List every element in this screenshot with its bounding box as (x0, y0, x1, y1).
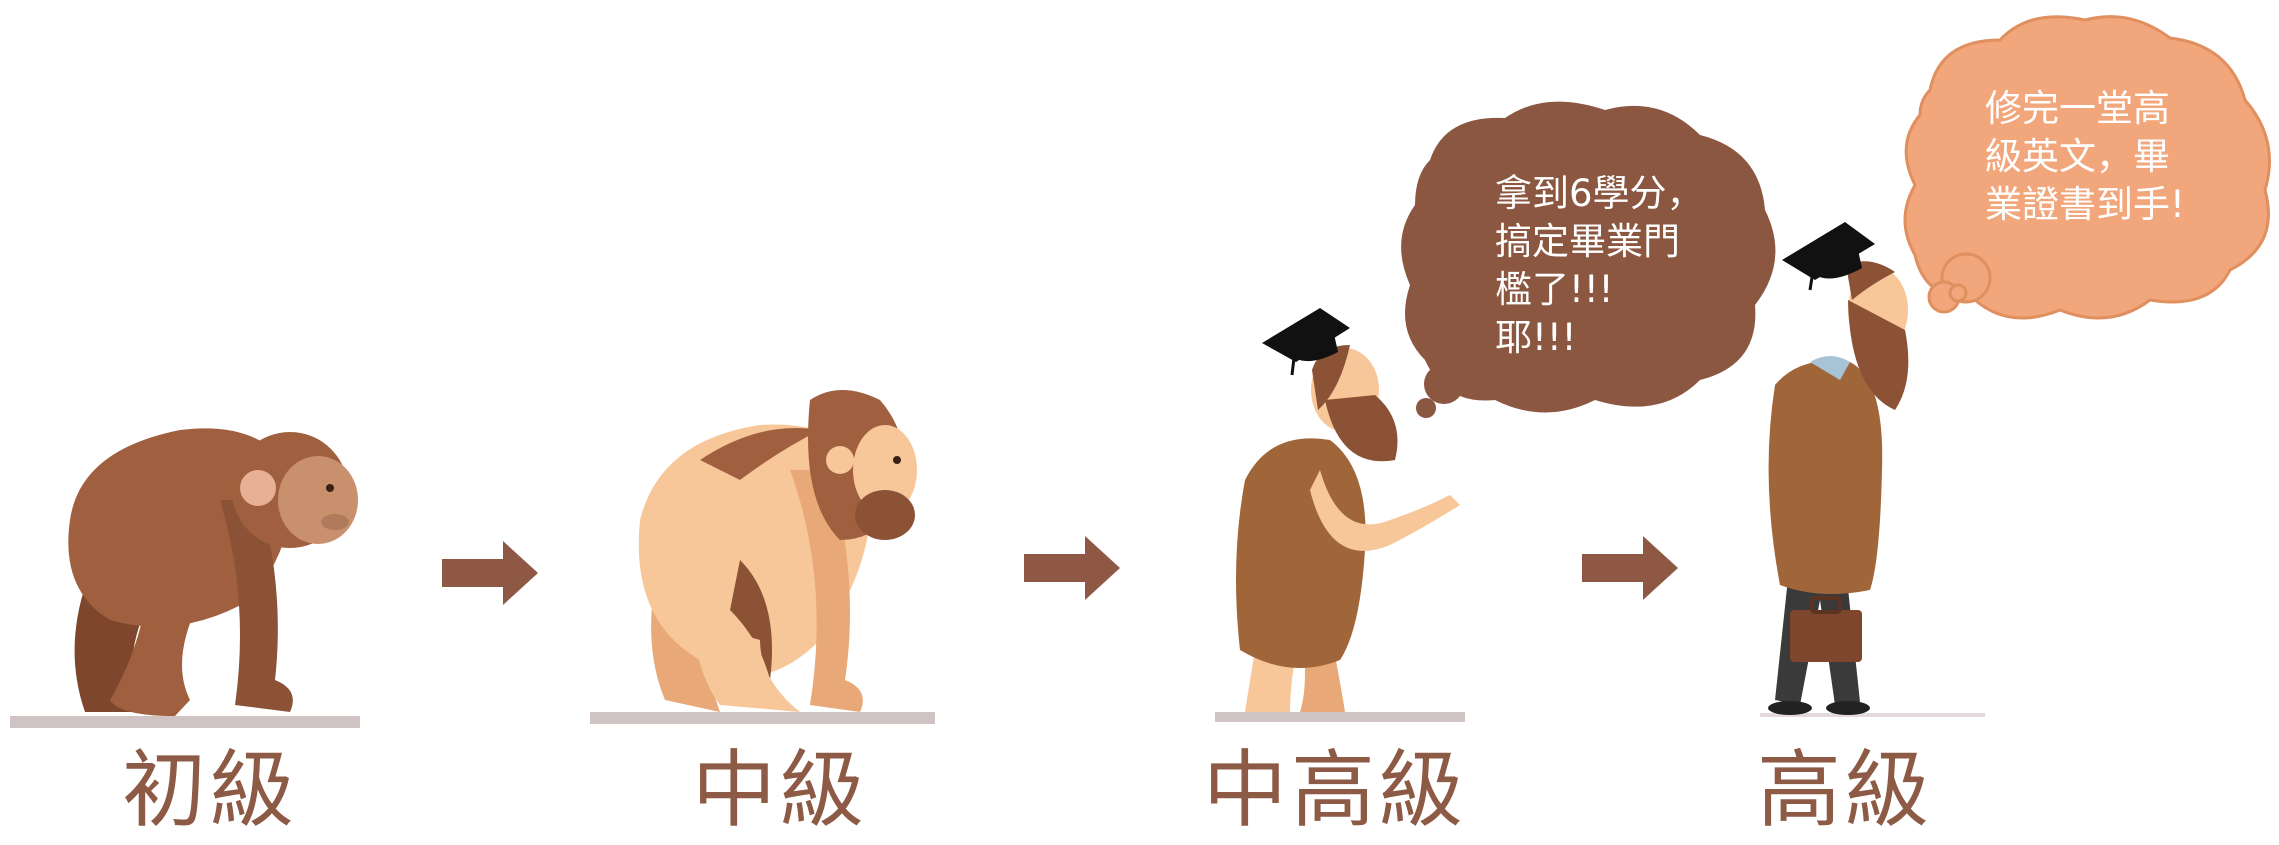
early-human-ear (826, 446, 854, 474)
stage-label-advanced: 高級 (1756, 741, 1933, 839)
modern-man-coat (1768, 360, 1883, 594)
early-human-front-leg (690, 620, 800, 712)
graduation-cap-icon (1782, 222, 1875, 291)
briefcase-icon (1790, 596, 1862, 662)
caveman-tunic (1236, 438, 1366, 668)
ape-ear (240, 470, 276, 506)
ape-eye (326, 484, 334, 492)
speech-bubble-dark (1401, 101, 1776, 418)
ape-face (278, 456, 358, 544)
early-human-beard (855, 490, 915, 540)
early-human-chest-fur (730, 560, 772, 680)
right-arrow (442, 541, 538, 605)
ground-line (1760, 713, 1985, 717)
ground-line (1215, 712, 1465, 722)
early-human-face (853, 425, 917, 515)
caveman-arm (1310, 470, 1460, 551)
right-arrow (1024, 536, 1120, 600)
stage-label-intermediate: 中級 (691, 741, 868, 839)
early-human-arm (790, 470, 863, 712)
ape-figure (10, 428, 360, 728)
ape-arm (220, 500, 293, 712)
early-human-back-fur (700, 428, 820, 480)
caveman-beard (1325, 395, 1398, 462)
caveman-figure (1215, 308, 1465, 722)
right-arrow (1582, 536, 1678, 600)
thought-bubble-text: 修完一堂高 級英文，畢 業證書到手! (1985, 87, 2185, 226)
early-human-figure (590, 390, 935, 724)
early-human-eye (893, 456, 901, 464)
ground-line (10, 716, 360, 728)
modern-man-figure (1760, 222, 1985, 717)
modern-man-hair (1846, 261, 1895, 300)
ape-mouth (321, 514, 349, 530)
graduation-cap-icon (1262, 308, 1350, 376)
speech-bubble-text: 拿到6學分， 搞定畢業門 檻了!!! 耶!!! (1495, 172, 1704, 359)
thought-bubble-light (1903, 15, 2271, 320)
caveman-hair (1312, 345, 1350, 410)
modern-man-shoe (1768, 701, 1812, 715)
modern-man-trousers (1775, 560, 1860, 705)
stage-label-upper-intermediate: 中高級 (1202, 741, 1467, 839)
modern-man-beard (1848, 300, 1909, 410)
modern-man-collar (1810, 356, 1850, 380)
ground-line (590, 712, 935, 724)
stage-label-beginner: 初級 (121, 741, 298, 839)
modern-man-shoe (1826, 701, 1870, 715)
